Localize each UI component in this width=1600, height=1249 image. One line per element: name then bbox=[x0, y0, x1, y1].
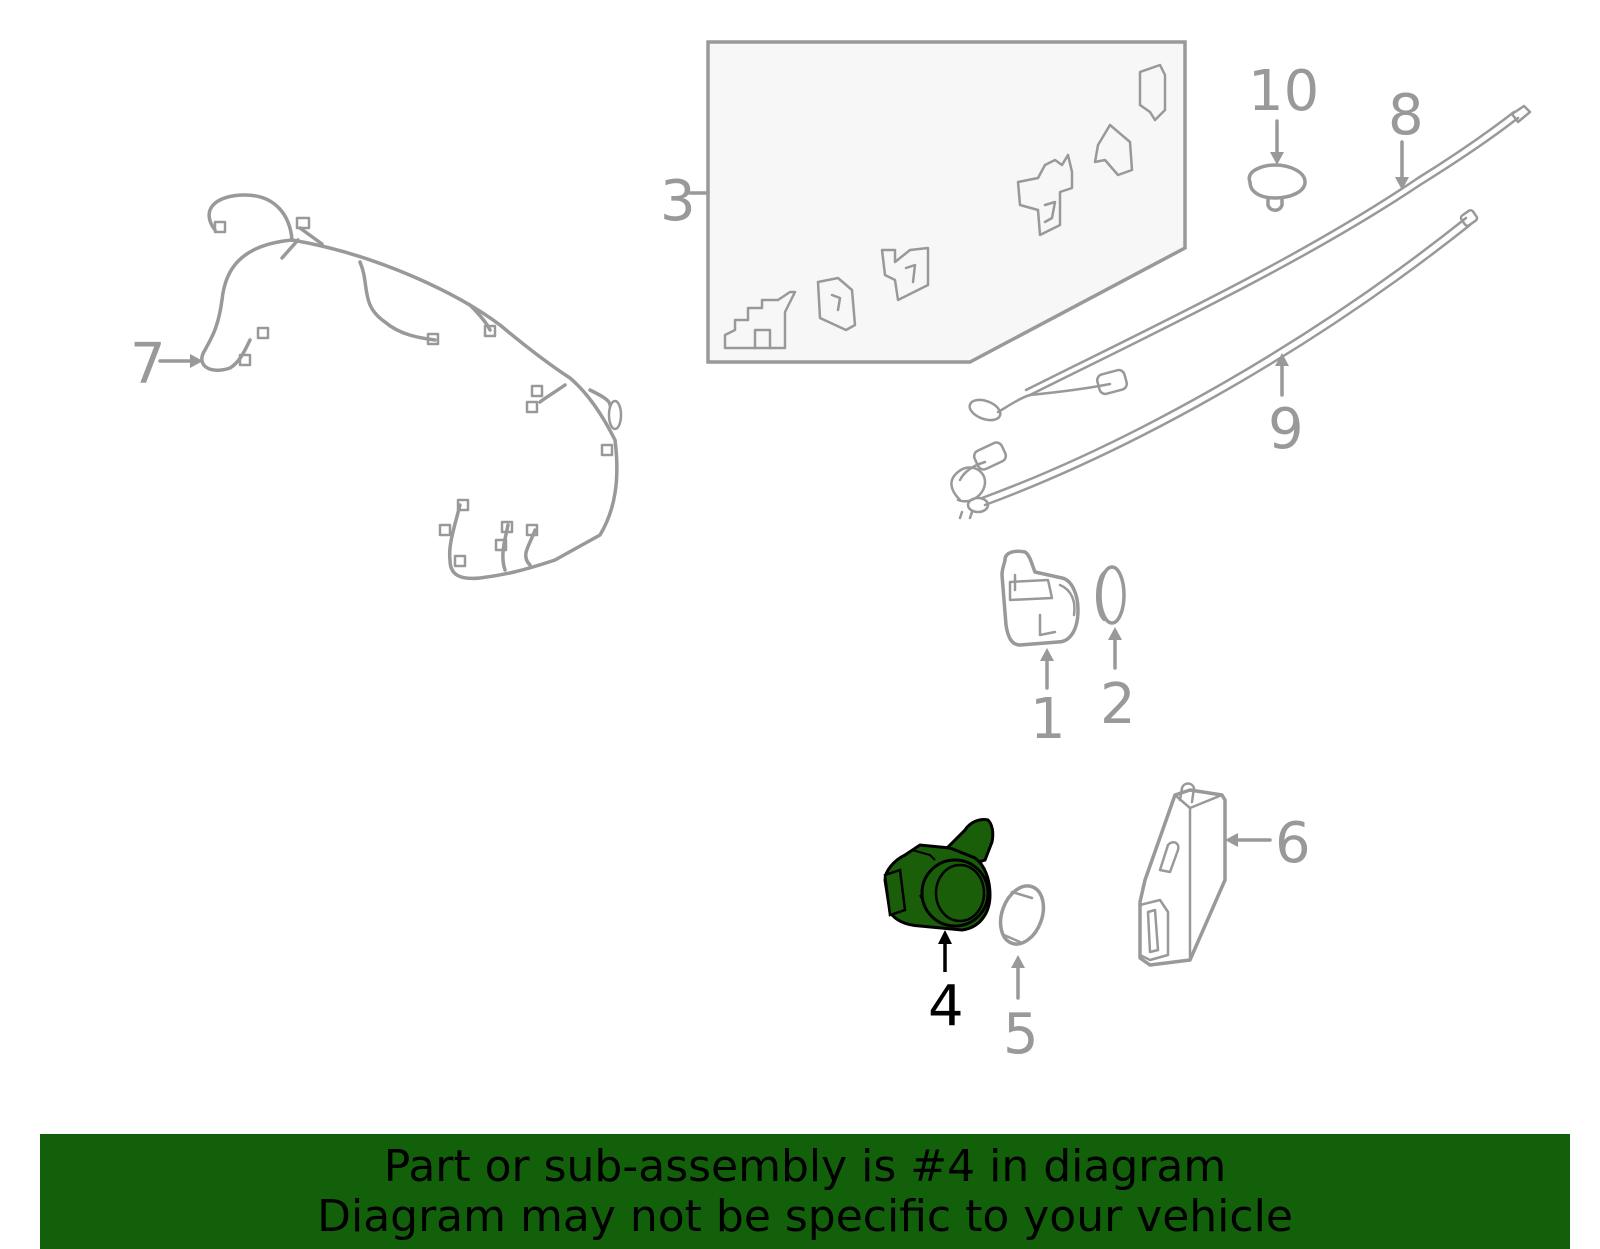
part-5-sensor-ring[interactable] bbox=[993, 880, 1051, 950]
info-banner: Part or sub-assembly is #4 in diagram Di… bbox=[40, 1134, 1570, 1249]
callout-3: 3 bbox=[660, 169, 696, 234]
banner-line-2: Diagram may not be specific to your vehi… bbox=[317, 1190, 1293, 1242]
callout-10: 10 bbox=[1248, 59, 1319, 124]
callout-2: 2 bbox=[1100, 672, 1136, 737]
callout-5: 5 bbox=[1003, 1002, 1039, 1067]
part-9-sensor-wire[interactable] bbox=[950, 208, 1479, 520]
part-3-bracket-kit[interactable] bbox=[706, 40, 1187, 364]
part-4-parking-sensor-highlighted[interactable] bbox=[883, 818, 995, 932]
banner-line-1: Part or sub-assembly is #4 in diagram bbox=[383, 1140, 1227, 1192]
part-7-wiring-harness[interactable] bbox=[200, 193, 623, 581]
part-6-control-module[interactable] bbox=[1138, 782, 1227, 967]
callout-8: 8 bbox=[1388, 83, 1424, 148]
part-8-sensor-wire[interactable] bbox=[967, 104, 1532, 424]
part-10-clip[interactable] bbox=[1247, 163, 1307, 212]
part-2-sensor-ring[interactable] bbox=[1096, 565, 1126, 625]
callout-4: 4 bbox=[928, 974, 964, 1039]
callout-7: 7 bbox=[130, 332, 166, 397]
part-1-parking-sensor[interactable] bbox=[1000, 549, 1080, 647]
callout-1: 1 bbox=[1030, 687, 1066, 752]
callout-6: 6 bbox=[1275, 811, 1311, 876]
banner-background bbox=[40, 1134, 1570, 1249]
callout-9: 9 bbox=[1268, 397, 1304, 462]
